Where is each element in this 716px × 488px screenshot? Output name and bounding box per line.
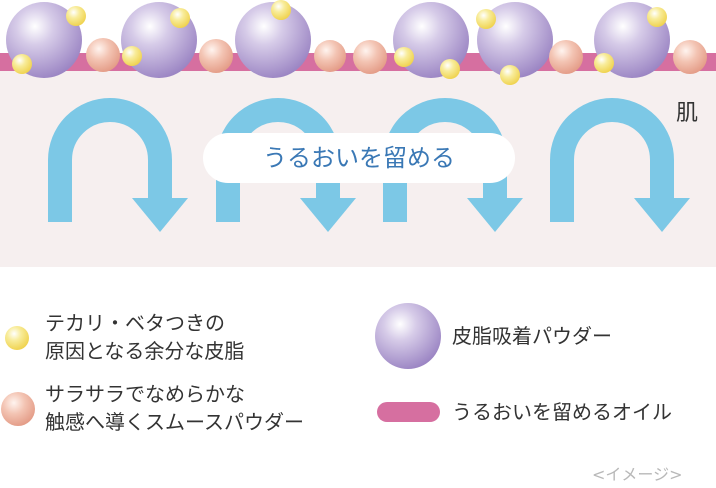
legend-yellow-line-2: 原因となる余分な皮脂 xyxy=(45,339,245,363)
legend-purple-line-1: 皮脂吸着パウダー xyxy=(452,324,612,348)
pink-particle xyxy=(314,40,346,72)
image-caption: <イメージ> xyxy=(592,465,683,484)
legend-oil-line-1: うるおいを留めるオイル xyxy=(452,400,672,424)
arrow-1 xyxy=(48,98,172,222)
legend-oil-text: うるおいを留めるオイル xyxy=(452,398,672,426)
yellow-particles xyxy=(12,0,667,85)
legend-oil-swatch xyxy=(377,402,440,422)
moisture-retention-label: うるおいを留める xyxy=(203,133,515,183)
arrow-heads xyxy=(132,198,690,232)
yellow-particle xyxy=(647,7,667,27)
pink-particle xyxy=(199,39,233,73)
arrow-head-3 xyxy=(467,198,523,232)
legend-pink-text: サラサラでなめらかな 触感へ導くスムースパウダー xyxy=(45,380,304,436)
yellow-particle xyxy=(594,53,614,73)
purple-particle xyxy=(235,2,311,78)
yellow-particle xyxy=(66,6,86,26)
yellow-particle xyxy=(122,46,142,66)
legend-yellow-text: テカリ・ベタつきの 原因となる余分な皮脂 xyxy=(45,309,244,365)
yellow-particle xyxy=(12,54,32,74)
arrow-head-4 xyxy=(634,198,690,232)
yellow-particle xyxy=(394,47,414,67)
pink-particle xyxy=(549,40,583,74)
arrow-4 xyxy=(550,98,674,222)
legend-yellow-line-1: テカリ・ベタつきの xyxy=(45,311,225,335)
skin-label: 肌 xyxy=(676,101,699,126)
legend-pink-line-1: サラサラでなめらかな xyxy=(45,382,245,406)
legend-pink-line-2: 触感へ導くスムースパウダー xyxy=(45,410,304,434)
yellow-particle xyxy=(271,0,291,20)
pink-particle xyxy=(86,38,120,72)
pink-particle xyxy=(673,40,707,74)
legend-yellow-swatch xyxy=(5,326,29,350)
pink-particles xyxy=(86,38,707,74)
pink-particle xyxy=(353,40,387,74)
arrow-head-2 xyxy=(300,198,356,232)
legend-pink-swatch xyxy=(1,392,35,426)
yellow-particle xyxy=(500,65,520,85)
purple-particle xyxy=(477,2,553,78)
yellow-particle xyxy=(476,9,496,29)
yellow-particle xyxy=(170,8,190,28)
legend-purple-swatch xyxy=(375,303,441,369)
legend-purple-text: 皮脂吸着パウダー xyxy=(452,322,612,350)
arrow-head-1 xyxy=(132,198,188,232)
yellow-particle xyxy=(440,59,460,79)
